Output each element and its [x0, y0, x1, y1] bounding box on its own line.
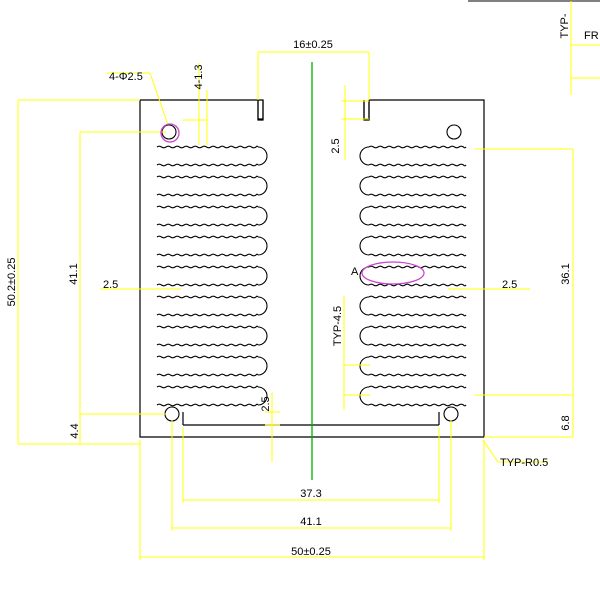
left-bottom-label: 4.4 — [69, 423, 81, 438]
left-fin-8-top-edge — [156, 355, 259, 359]
right-fin-7-cap — [359, 326, 370, 346]
left-fin-2-top-edge — [156, 175, 259, 179]
dimension-labels: 16±0.25 4-Φ2.5 4-1.3 2.5 50.2±0.25 41.1 … — [6, 39, 572, 558]
left-fin-3-cap — [257, 206, 268, 226]
hole-highlight — [160, 123, 180, 143]
right-fin-6-bottom-edge — [368, 313, 467, 317]
right-bottom-label: 6.8 — [560, 415, 572, 430]
right-fin-3-top-edge — [368, 205, 467, 209]
top-gap-label: 16±0.25 — [293, 39, 333, 51]
right-fin-8-cap — [359, 356, 370, 376]
left-fin-2-bottom-edge — [156, 193, 259, 197]
left-fin-5-top-edge — [156, 265, 259, 269]
right-fin-9-top-edge — [368, 385, 467, 389]
bottom-width-3-label: 50±0.25 — [291, 546, 331, 558]
dimension-lines — [17, 51, 574, 560]
left-fin-9-bottom-edge — [156, 403, 259, 407]
top-step-label: 4-1.3 — [193, 64, 205, 89]
left-fin-9-cap — [257, 386, 268, 406]
right-fin-4-top-edge — [368, 235, 467, 239]
left-fin-5-cap — [257, 266, 268, 286]
left-fin-8-cap — [257, 356, 268, 376]
right-fin-1-top-edge — [368, 145, 467, 149]
left-fin-1-cap — [257, 146, 268, 166]
right-fin-8-top-edge — [368, 355, 467, 359]
left-fin-8-bottom-edge — [156, 373, 259, 377]
right-fin-4-bottom-edge — [368, 253, 467, 257]
left-fin-2-cap — [257, 176, 268, 196]
corner-typ-label: TYP- — [559, 13, 571, 38]
bottom-width-2-label: 41.1 — [300, 516, 321, 528]
right-fin-5-cap — [359, 266, 370, 286]
top-right-slot-label: 2.5 — [330, 138, 342, 153]
right-height-label: 36.1 — [560, 263, 572, 284]
corner-radius-label: TYP-R0.5 — [500, 457, 548, 469]
left-fin-4-bottom-edge — [156, 253, 259, 257]
left-fin-label: 2.5 — [103, 279, 118, 291]
left-fin-4-cap — [257, 236, 268, 256]
left-fin-7-cap — [257, 326, 268, 346]
left-fin-1-bottom-edge — [156, 163, 259, 167]
left-fins — [156, 145, 268, 407]
right-fin-9-bottom-edge — [368, 403, 467, 407]
left-fin-7-bottom-edge — [156, 343, 259, 347]
right-fin-6-cap — [359, 296, 370, 316]
right-fin-3-bottom-edge — [368, 223, 467, 227]
left-height-label: 50.2±0.25 — [6, 258, 18, 307]
right-fin-label: 2.5 — [502, 279, 517, 291]
right-fin-7-top-edge — [368, 325, 467, 329]
highlight-marks — [160, 123, 425, 285]
hole-note-label: 4-Φ2.5 — [109, 71, 143, 83]
right-fin-2-top-edge — [368, 175, 467, 179]
fin-pitch-label: TYP-4.5 — [332, 306, 344, 346]
hole-bottom-right — [443, 406, 459, 422]
right-fin-9-cap — [359, 386, 370, 406]
corner-fragment: TYP- FR — [468, 0, 600, 95]
left-fin-3-bottom-edge — [156, 223, 259, 227]
left-fin-4-top-edge — [156, 235, 259, 239]
right-fin-1-cap — [359, 146, 370, 166]
right-fin-3-cap — [359, 206, 370, 226]
bottom-width-1-label: 37.3 — [300, 488, 321, 500]
right-fin-6-top-edge — [368, 295, 467, 299]
corner-fr-label: FR — [584, 30, 599, 42]
left-fin-7-top-edge — [156, 325, 259, 329]
left-fin-1-top-edge — [156, 145, 259, 149]
left-fin-3-top-edge — [156, 205, 259, 209]
right-fin-8-bottom-edge — [368, 373, 467, 377]
detail-a-highlight — [361, 261, 425, 285]
hole-top-right — [446, 124, 462, 140]
left-fin-6-top-edge — [156, 295, 259, 299]
detail-a-label: A — [351, 266, 359, 278]
left-fin-6-cap — [257, 296, 268, 316]
left-fin-5-bottom-edge — [156, 283, 259, 287]
left-inner-label: 41.1 — [68, 263, 80, 284]
right-fin-1-bottom-edge — [368, 163, 467, 167]
right-fin-2-cap — [359, 176, 370, 196]
left-fin-9-top-edge — [156, 385, 259, 389]
right-fin-7-bottom-edge — [368, 343, 467, 347]
right-fin-4-cap — [359, 236, 370, 256]
right-fins — [359, 145, 467, 407]
left-fin-6-bottom-edge — [156, 313, 259, 317]
bottom-slot-label: 2.5 — [260, 396, 272, 411]
hole-bottom-left — [164, 406, 180, 422]
right-fin-5-bottom-edge — [368, 283, 467, 287]
right-fin-2-bottom-edge — [368, 193, 467, 197]
